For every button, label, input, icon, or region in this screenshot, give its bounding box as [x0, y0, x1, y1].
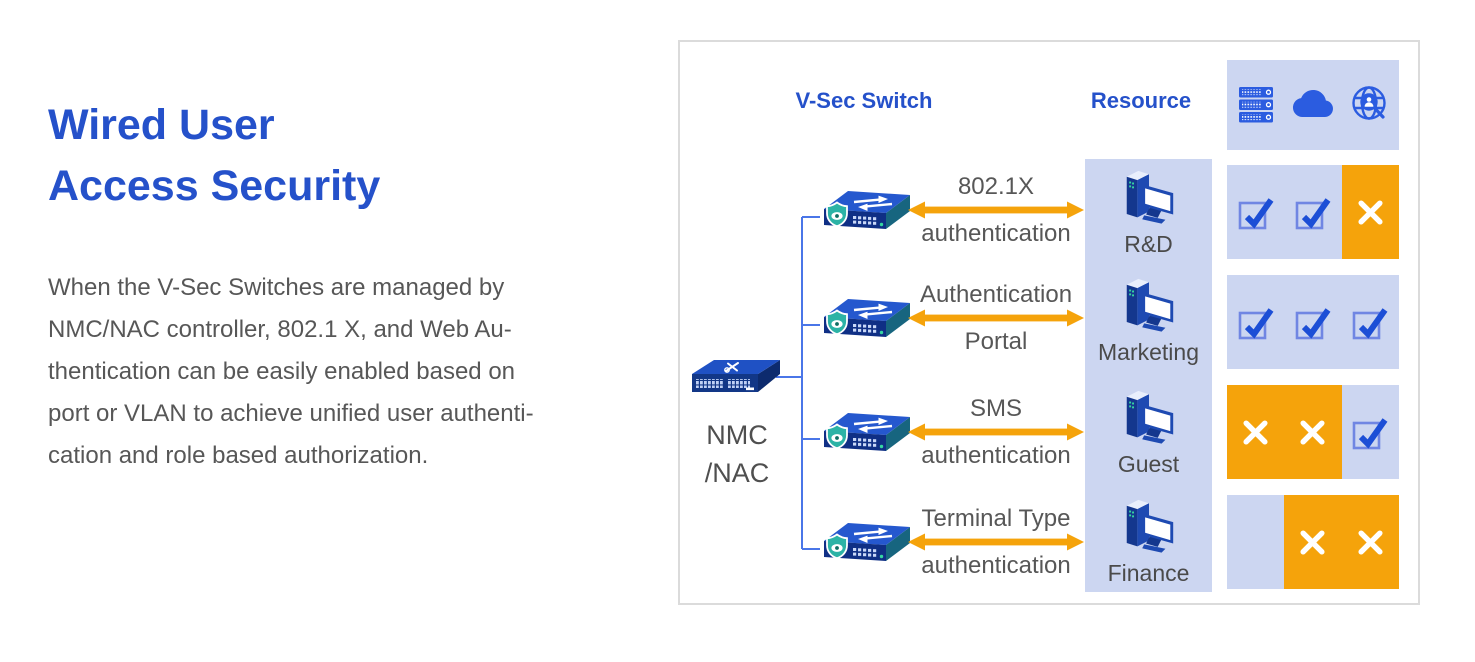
access-matrix-row-marketing [1227, 275, 1399, 369]
diagram-panel: V-Sec Switch Resource NMC /NAC 802.1X au… [678, 40, 1420, 605]
nmc-nac-controller-icon [688, 354, 784, 410]
bidirectional-arrow-icon [908, 307, 1084, 329]
access-cell-check [1227, 165, 1285, 259]
access-cell-cross [1284, 385, 1342, 479]
description-line: port or VLAN to achieve unified user aut… [48, 400, 534, 427]
access-cell-check [1284, 275, 1342, 369]
vsec-switch-icon [820, 519, 912, 571]
vsec-switch-icon [820, 409, 912, 461]
resource-column: R&D Marketing Guest Finance [1085, 159, 1212, 592]
checked-checkbox-icon [1295, 308, 1331, 340]
access-cell-check [1341, 385, 1399, 479]
cross-icon [1243, 419, 1268, 445]
access-cell-cross [1341, 165, 1399, 259]
resource-item: Guest [1085, 387, 1212, 478]
resource-item: Marketing [1085, 275, 1212, 366]
computer-icon [1119, 275, 1179, 337]
auth-label-bottom: authentication [921, 552, 1071, 579]
description-line: thentication can be easily enabled based… [48, 358, 516, 385]
cross-icon [1358, 529, 1383, 555]
access-cell-empty [1227, 495, 1285, 589]
resource-header: Resource [1090, 88, 1192, 113]
computer-icon [1119, 387, 1179, 449]
cross-icon [1358, 199, 1383, 225]
access-cell-cross [1341, 495, 1399, 589]
bidirectional-arrow-icon [908, 421, 1084, 443]
vsec-switch-icon [820, 187, 912, 239]
resource-label: Marketing [1098, 339, 1199, 365]
checked-checkbox-icon [1238, 308, 1274, 340]
access-cell-check [1284, 165, 1342, 259]
title-line-2: Access Security [48, 162, 381, 210]
access-matrix-row-guest [1227, 385, 1399, 479]
auth-label-top: SMS [969, 395, 1022, 422]
resource-label: Finance [1107, 560, 1190, 586]
access-matrix-row-finance [1227, 495, 1399, 589]
description-line: cation and role based authorization. [48, 442, 429, 469]
access-cell-cross [1227, 385, 1285, 479]
auth-label-top: Authentication [919, 281, 1073, 308]
checked-checkbox-icon [1238, 198, 1274, 230]
auth-label-bottom: authentication [921, 220, 1071, 247]
computer-icon [1119, 496, 1179, 558]
controller-label-line-2: /NAC [704, 458, 770, 488]
auth-label-top: 802.1X [957, 173, 1035, 200]
nmc-nac-controller-label: NMC /NAC [680, 416, 794, 492]
checked-checkbox-icon [1353, 418, 1388, 450]
resource-item: R&D [1085, 167, 1212, 258]
access-cell-cross [1284, 495, 1342, 589]
auth-label-bottom: authentication [921, 442, 1071, 469]
resource-item: Finance [1085, 496, 1212, 587]
resource-types-box [1227, 60, 1399, 150]
connector-lines [776, 216, 820, 550]
computer-icon [1119, 167, 1179, 229]
page-title: Wired User Access Security [48, 95, 638, 217]
intro-section: Wired User Access Security When the V-Se… [48, 95, 638, 477]
checked-checkbox-icon [1295, 198, 1331, 230]
vsec-switch-header: V-Sec Switch [795, 88, 933, 113]
cross-icon [1300, 419, 1326, 445]
bidirectional-arrow-icon [908, 199, 1084, 221]
vsec-switch-icon [820, 295, 912, 347]
bidirectional-arrow-icon [908, 531, 1084, 553]
access-matrix-row-rd [1227, 165, 1399, 259]
description-text: When the V-Sec Switches are managed by N… [48, 267, 638, 477]
access-cell-check [1341, 275, 1399, 369]
controller-label-line-1: NMC [706, 420, 768, 450]
cross-icon [1300, 529, 1326, 555]
resource-label: R&D [1124, 231, 1173, 257]
auth-label-top: Terminal Type [921, 505, 1071, 532]
access-cell-check [1227, 275, 1285, 369]
description-line: When the V-Sec Switches are managed by [48, 274, 505, 301]
title-line-1: Wired User [48, 101, 275, 149]
auth-label-bottom: Portal [964, 328, 1028, 355]
resource-label: Guest [1117, 451, 1180, 477]
description-line: NMC/NAC controller, 802.1 X, and Web Au- [48, 316, 512, 343]
checked-checkbox-icon [1353, 308, 1388, 340]
